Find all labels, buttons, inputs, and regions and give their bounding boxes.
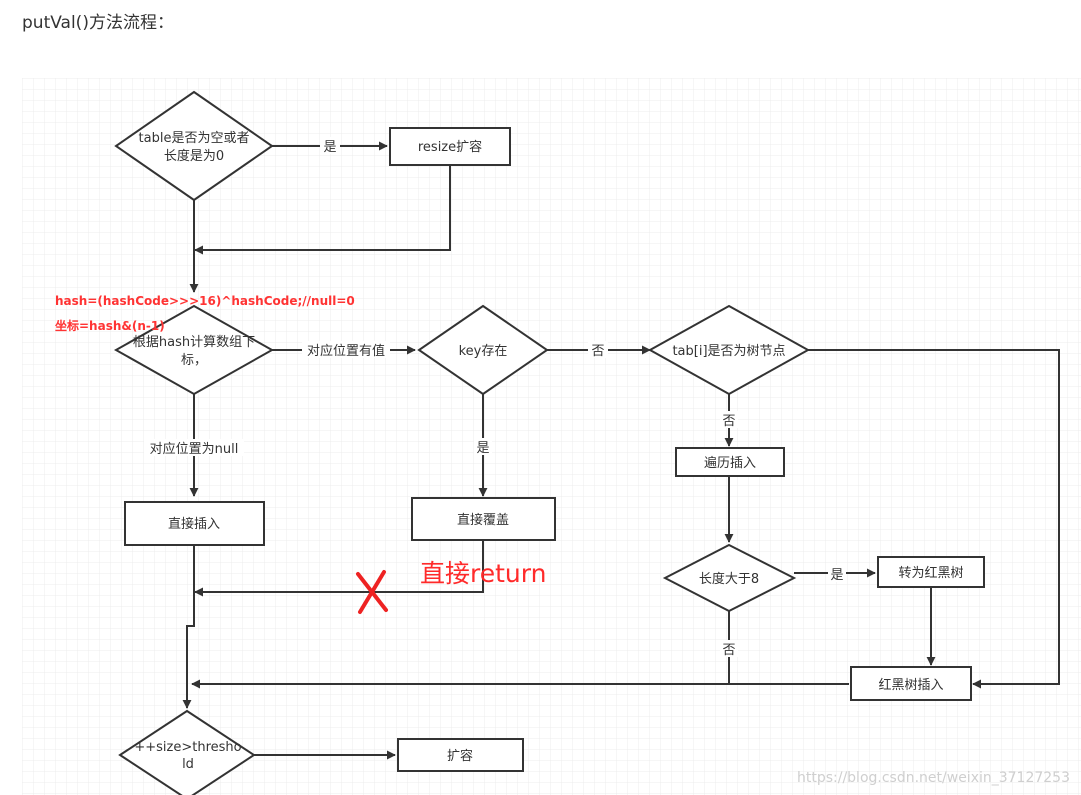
node-table-empty-line-1: table是否为空或者: [139, 131, 250, 146]
label-null-pos: 对应位置为null: [150, 441, 239, 457]
node-traverse-insert: 遍历插入: [675, 447, 785, 477]
node-direct-cover-label: 直接覆盖: [457, 512, 509, 528]
node-rbtree-insert-label: 红黑树插入: [878, 677, 943, 693]
node-direct-cover: 直接覆盖: [411, 497, 556, 541]
cross-mark-icon: [356, 570, 388, 614]
annotation-index-formula: 坐标=hash&(n-1): [55, 318, 165, 333]
node-table-empty: table是否为空或者 长度是为0: [114, 90, 274, 202]
edge-labels: 是 对应位置有值 否 对应位置为null 是 否 是 否: [144, 137, 846, 658]
node-calc-index: 根据hash计算数组下 标，: [113, 304, 275, 396]
node-traverse-insert-label: 遍历插入: [704, 455, 756, 471]
node-key-exists-label: key存在: [459, 344, 508, 359]
label-no-key: 否: [591, 344, 604, 359]
label-yes-key: 是: [476, 441, 489, 456]
node-expand: 扩容: [397, 738, 524, 772]
node-resize: resize扩容: [389, 127, 511, 166]
watermark-text: https://blog.csdn.net/weixin_37127253: [797, 770, 1070, 786]
label-has-value: 对应位置有值: [307, 343, 385, 359]
node-is-tree-node-label: tab[i]是否为树节点: [672, 344, 785, 359]
node-size-check: ++size>thresho ld: [118, 709, 256, 795]
label-no-tree: 否: [722, 414, 735, 429]
node-to-rbtree-label: 转为红黑树: [898, 565, 963, 581]
label-yes-len: 是: [830, 568, 843, 583]
edge-cover-to-main: [194, 540, 484, 597]
node-calc-index-line-2: 标，: [181, 353, 207, 368]
node-calc-index-line-1: 根据hash计算数组下: [133, 335, 255, 350]
node-len-gt8: 长度大于8: [662, 543, 797, 613]
label-no-len: 否: [722, 643, 735, 658]
node-size-check-line-2: ld: [182, 757, 194, 772]
edge-resize-back: [194, 166, 451, 255]
flowchart-canvas: table是否为空或者 长度是为0 resize扩容 根据hash计算数组下 标…: [22, 78, 1081, 795]
node-len-gt8-label: 长度大于8: [699, 571, 759, 587]
node-size-check-line-1: ++size>thresho: [134, 740, 241, 755]
node-resize-label: resize扩容: [418, 139, 482, 155]
node-key-exists: key存在: [417, 304, 549, 396]
page-heading: putVal()方法流程：: [22, 13, 174, 33]
node-rbtree-insert: 红黑树插入: [850, 666, 972, 701]
node-is-tree-node: tab[i]是否为树节点: [647, 304, 811, 396]
node-direct-insert: 直接插入: [124, 501, 265, 546]
edge-insert-to-size: [182, 545, 195, 709]
edge-tree-yes-to-rbinsert: [808, 349, 1060, 689]
node-to-rbtree: 转为红黑树: [877, 556, 985, 588]
flowchart-svg: table是否为空或者 长度是为0 resize扩容 根据hash计算数组下 标…: [22, 78, 1081, 795]
node-direct-insert-label: 直接插入: [168, 516, 220, 532]
node-expand-label: 扩容: [447, 748, 473, 764]
annotation-direct-return: 直接return: [420, 559, 546, 588]
annotation-hash-formula: hash=(hashCode>>>16)^hashCode;//null=0: [55, 294, 355, 308]
node-table-empty-line-2: 长度是为0: [164, 148, 224, 164]
label-yes-resize: 是: [323, 140, 336, 155]
